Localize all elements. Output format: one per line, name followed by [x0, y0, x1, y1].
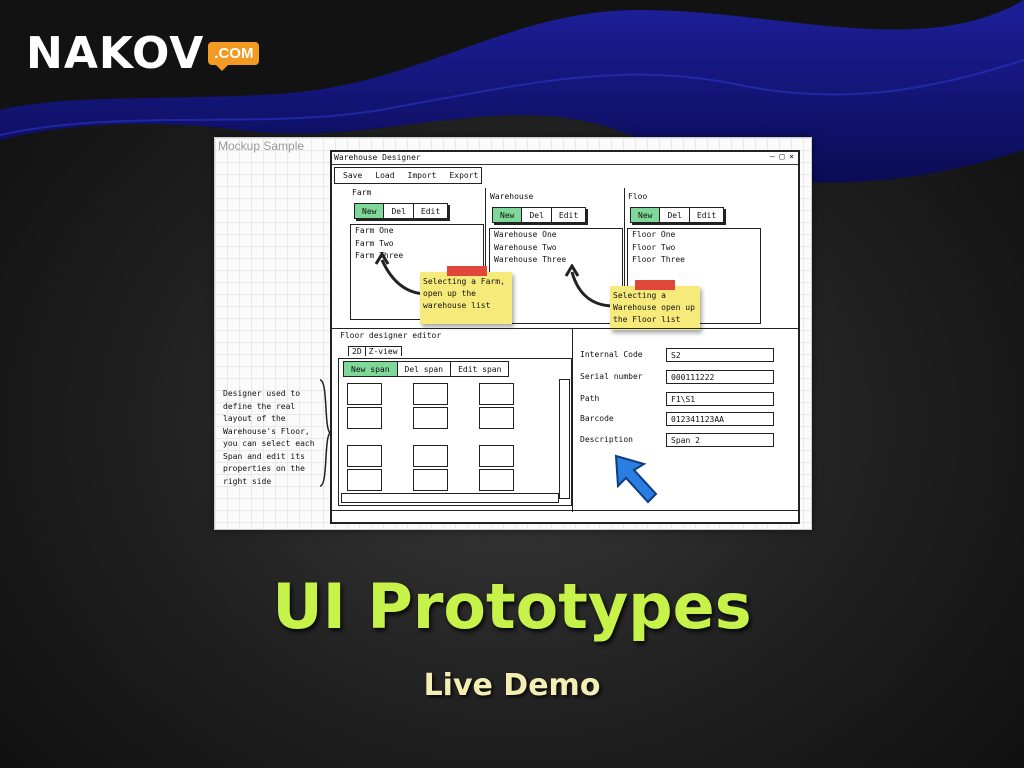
warehouse-edit-button[interactable]: Edit: [558, 210, 579, 220]
serial-number-field[interactable]: 000111222: [666, 370, 774, 384]
warehouse-del-button[interactable]: Del: [522, 208, 552, 222]
list-item[interactable]: Floor One: [632, 230, 676, 239]
nakov-logo: NAKOV .COM: [26, 28, 260, 79]
span-cell[interactable]: [347, 445, 382, 467]
farm-edit-button[interactable]: Edit: [420, 206, 441, 216]
status-bar-divider: [332, 510, 798, 511]
farm-label: Farm: [352, 188, 372, 197]
tape: [635, 280, 675, 290]
span-cell[interactable]: [413, 469, 448, 491]
window-title: Warehouse Designer: [334, 153, 421, 162]
description-field[interactable]: Span 2: [666, 433, 774, 447]
left-note: Designer used to define the real layout …: [223, 389, 315, 486]
span-cell[interactable]: [347, 407, 382, 429]
warehouse-buttons: New Del Edit: [492, 207, 587, 223]
warehouse-list[interactable]: Warehouse One Warehouse Two Warehouse Th…: [489, 228, 623, 324]
internal-code-label: Internal Code: [580, 350, 643, 359]
divider: [332, 328, 798, 329]
mockup-image: Mockup Sample Designer used to define th…: [214, 137, 812, 530]
menu-bar: Save Load Import Export: [334, 167, 482, 184]
list-item[interactable]: Farm One: [355, 226, 394, 235]
barcode-label: Barcode: [580, 414, 614, 423]
new-span-button[interactable]: New span: [344, 362, 398, 376]
serial-number-label: Serial number: [580, 372, 643, 381]
logo-text: NAKOV: [26, 28, 205, 79]
span-cell[interactable]: [347, 383, 382, 405]
pointer-arrow-icon: [614, 454, 658, 504]
divider: [624, 188, 625, 322]
menu-export[interactable]: Export: [449, 171, 479, 180]
span-cell[interactable]: [479, 383, 514, 405]
window-controls[interactable]: – □ ×: [769, 152, 794, 161]
list-item[interactable]: Farm Three: [355, 251, 404, 260]
farm-buttons: New Del Edit: [354, 203, 449, 219]
floor-new-button[interactable]: New: [631, 208, 661, 222]
internal-code-field[interactable]: S2: [666, 348, 774, 362]
slide-subtitle: Live Demo: [423, 668, 601, 703]
barcode-field[interactable]: 012341123AA: [666, 412, 774, 426]
menu-import[interactable]: Import: [407, 171, 437, 180]
menu-save[interactable]: Save: [343, 171, 363, 180]
span-buttons: New span Del span Edit span: [343, 361, 510, 377]
floor-label: Floo: [628, 192, 648, 201]
list-item[interactable]: Warehouse Three: [494, 255, 567, 264]
horizontal-scrollbar[interactable]: [341, 493, 559, 503]
divider: [572, 328, 573, 512]
menu-load[interactable]: Load: [375, 171, 395, 180]
logo-badge: .COM: [208, 42, 260, 71]
span-cell[interactable]: [479, 445, 514, 467]
path-field[interactable]: F1\S1: [666, 392, 774, 406]
floor-del-button[interactable]: Del: [660, 208, 690, 222]
editor-tabs: 2D Z-view: [348, 346, 402, 356]
floor-edit-button[interactable]: Edit: [696, 210, 717, 220]
tab-2d[interactable]: 2D: [348, 346, 366, 356]
span-cell[interactable]: [413, 383, 448, 405]
warehouse-new-button[interactable]: New: [493, 208, 523, 222]
sticky-note-farm: Selecting a Farm, open up the warehouse …: [420, 272, 512, 324]
titlebar-divider: [332, 164, 798, 165]
floor-editor[interactable]: New span Del span Edit span: [338, 358, 572, 506]
edit-span-button[interactable]: Edit span: [458, 364, 502, 374]
divider: [485, 188, 486, 322]
curved-arrow-icon: [564, 264, 615, 308]
list-item[interactable]: Farm Two: [355, 238, 394, 248]
slide-title: UI Prototypes: [272, 570, 752, 643]
warehouse-label: Warehouse: [490, 192, 534, 201]
description-label: Description: [580, 435, 633, 444]
list-item[interactable]: Warehouse Two: [494, 242, 557, 252]
span-cell[interactable]: [479, 469, 514, 491]
farm-new-button[interactable]: New: [355, 204, 385, 218]
span-cell[interactable]: [413, 407, 448, 429]
span-cell[interactable]: [413, 445, 448, 467]
del-span-button[interactable]: Del span: [398, 362, 452, 376]
span-cell[interactable]: [347, 469, 382, 491]
warehouse-designer-window: Warehouse Designer – □ × Save Load Impor…: [330, 150, 800, 524]
tape: [447, 266, 487, 276]
mockup-label: Mockup Sample: [218, 139, 305, 153]
span-cell[interactable]: [479, 407, 514, 429]
farm-del-button[interactable]: Del: [384, 204, 414, 218]
floor-buttons: New Del Edit: [630, 207, 725, 223]
list-item[interactable]: Floor Three: [632, 255, 685, 264]
tab-z-view[interactable]: Z-view: [364, 346, 402, 356]
path-label: Path: [580, 394, 600, 403]
vertical-scrollbar[interactable]: [559, 379, 570, 499]
list-item[interactable]: Floor Two: [632, 242, 676, 252]
list-item[interactable]: Warehouse One: [494, 230, 557, 239]
sticky-note-warehouse: Selecting a Warehouse open up the Floor …: [610, 286, 700, 330]
editor-label: Floor designer editor: [340, 331, 442, 340]
